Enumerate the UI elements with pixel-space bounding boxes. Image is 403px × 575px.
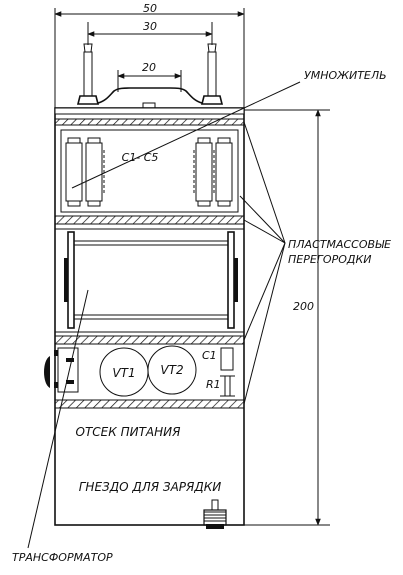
right-electrode [200, 26, 224, 105]
vt1-label: VT1 [112, 366, 135, 380]
dimension-arc-spacing: 20 [117, 61, 182, 92]
dimension-200-text: 200 [293, 300, 314, 313]
dimension-width-total: 50 [54, 2, 245, 110]
multiplier-leader [71, 81, 301, 189]
partition-middle-upper [54, 215, 245, 225]
spark-arc-bridge [97, 87, 203, 109]
dimension-electrode-spacing: 30 [87, 20, 213, 45]
transformer-label: ТРАНСФОРМАТОР [12, 551, 113, 564]
transformer-compartment [54, 228, 245, 333]
partitions-leaders [239, 121, 286, 405]
vt2-label: VT2 [160, 363, 183, 377]
partitions-label-line1: ПЛАСТМАССОВЫЕ [288, 238, 391, 251]
transformer-leader [27, 289, 89, 549]
switch-module [44, 347, 79, 393]
capacitor-right-1 [193, 137, 213, 207]
c1-label: C1 [202, 349, 217, 362]
dimension-30-text: 30 [143, 20, 157, 33]
capacitor-left-1 [65, 137, 83, 207]
dimension-20-text: 20 [142, 61, 156, 74]
capacitor-compartment [60, 129, 239, 213]
partition-middle-lower [54, 335, 245, 345]
partitions-label-line2: ПЕРЕГОРОДКИ [288, 253, 372, 266]
transformer-core [64, 231, 238, 329]
top-cover [54, 107, 245, 115]
transistor-vt2 [147, 345, 197, 395]
capacitor-left-2 [85, 137, 105, 207]
charging-socket-label: ГНЕЗДО ДЛЯ ЗАРЯДКИ [79, 480, 222, 494]
dimension-height-total: 200 [244, 109, 330, 526]
dimension-50-text: 50 [143, 2, 157, 15]
multiplier-label: УМНОЖИТЕЛЬ [304, 69, 387, 82]
charging-socket [203, 499, 227, 529]
resistor-r1 [220, 375, 235, 397]
capacitor-c1 [220, 347, 234, 371]
power-compartment-label: ОТСЕК ПИТАНИЯ [76, 425, 182, 439]
partition-top [54, 118, 245, 126]
left-electrode [76, 26, 100, 105]
r1-label: R1 [206, 378, 221, 391]
partition-bottom [54, 399, 245, 409]
capacitor-right-2 [213, 137, 233, 207]
